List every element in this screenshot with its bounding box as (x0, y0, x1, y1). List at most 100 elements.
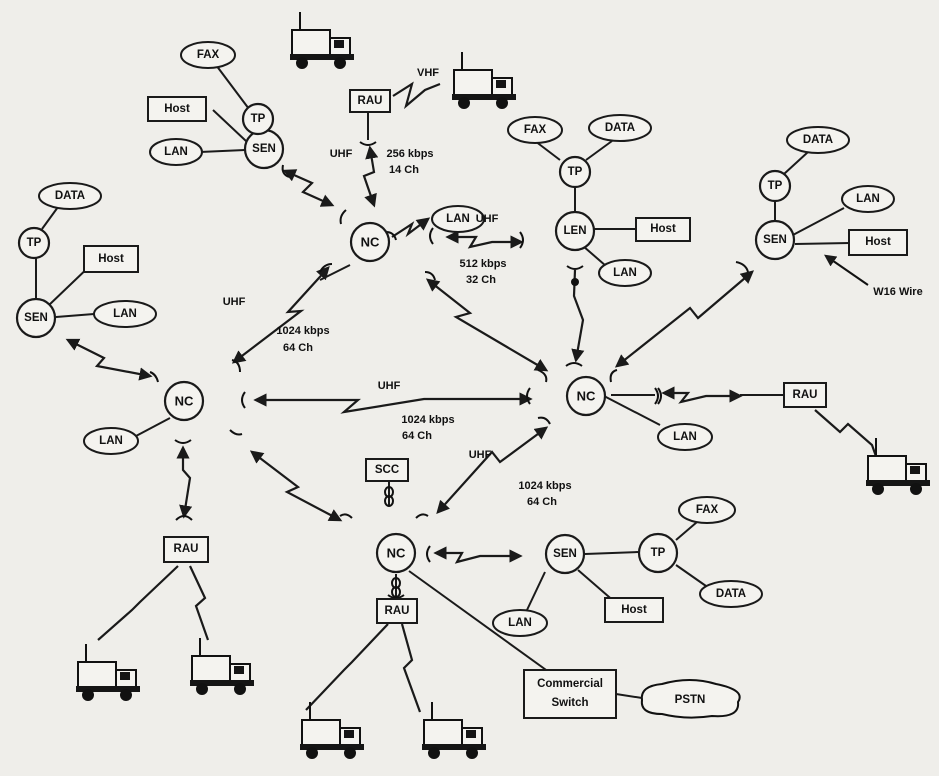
svg-text:NC: NC (577, 389, 596, 404)
channel-label: 64 Ch (402, 430, 432, 442)
truck-icon (421, 701, 487, 760)
data-node-right: DATA (786, 126, 850, 154)
lan-node-bottom-sen: LAN (492, 609, 548, 637)
svg-text:DATA: DATA (55, 190, 85, 202)
lan-node-nc-right: LAN (657, 423, 713, 451)
uhf-label: UHF (476, 213, 499, 225)
tp-node-bottom: TP (637, 532, 679, 574)
truck-icon (75, 643, 141, 702)
svg-text:LAN: LAN (613, 267, 637, 279)
svg-text:SEN: SEN (763, 234, 787, 246)
lan-node-right-sen: LAN (841, 185, 895, 213)
lan-node-nc-top: LAN (431, 205, 485, 233)
scc-node: SCC (365, 458, 409, 482)
truck-icon (289, 11, 355, 70)
rau-node-left: RAU (163, 536, 209, 563)
fax-node-bottom: FAX (678, 496, 736, 524)
truck-icon (189, 637, 255, 696)
rau-node-right: RAU (783, 382, 827, 408)
radio-links (65, 81, 880, 713)
sen-node-top-left: SEN (243, 128, 285, 170)
tp-node-len: TP (558, 155, 592, 189)
data-node-len: DATA (588, 114, 652, 142)
fax-node-top-left: FAX (180, 41, 236, 69)
rau-node-bottom: RAU (376, 598, 418, 624)
data-node-left: DATA (38, 182, 102, 210)
truck-icon (865, 437, 931, 496)
channel-label: 64 Ch (283, 342, 313, 354)
lan-node-left-sen: LAN (93, 300, 157, 328)
nc-node-top: NC (349, 221, 391, 263)
uhf-label: UHF (469, 449, 492, 461)
uhf-label: UHF (223, 296, 246, 308)
link-labels: VHF UHF 256 kbps 14 Ch UHF 512 kbps 32 C… (223, 67, 923, 508)
svg-text:NC: NC (387, 546, 406, 561)
pstn-cloud: PSTN (640, 679, 741, 719)
svg-text:Host: Host (164, 103, 190, 115)
svg-text:PSTN: PSTN (675, 694, 706, 706)
tp-node-left: TP (17, 226, 51, 260)
svg-text:Switch: Switch (551, 697, 588, 709)
svg-text:TP: TP (568, 166, 583, 178)
lan-node-top-left: LAN (149, 138, 203, 166)
w16-wire-label: W16 Wire (873, 286, 922, 298)
svg-text:Host: Host (650, 223, 676, 235)
svg-text:Host: Host (98, 253, 124, 265)
svg-text:SEN: SEN (553, 548, 577, 560)
svg-text:LAN: LAN (113, 308, 137, 320)
host-node-left: Host (83, 245, 139, 273)
svg-text:TP: TP (251, 113, 266, 125)
svg-text:SCC: SCC (375, 464, 399, 476)
svg-text:SEN: SEN (24, 312, 48, 324)
rate-label: 1024 kbps (276, 325, 329, 337)
len-node: LEN (554, 210, 596, 252)
host-node-top-left: Host (147, 96, 207, 122)
coil-connectors (384, 486, 401, 598)
channel-label: 32 Ch (466, 274, 496, 286)
svg-text:LAN: LAN (508, 617, 532, 629)
tp-node-top-left: TP (241, 102, 275, 136)
svg-text:FAX: FAX (197, 49, 220, 61)
svg-text:LAN: LAN (99, 435, 123, 447)
host-node-len: Host (635, 217, 691, 242)
svg-text:RAU: RAU (174, 543, 199, 555)
rate-label: 1024 kbps (518, 480, 571, 492)
nc-node-bottom: NC (375, 532, 417, 574)
svg-text:SEN: SEN (252, 143, 276, 155)
host-node-bottom: Host (604, 597, 664, 623)
channel-label: 64 Ch (527, 496, 557, 508)
rate-label: 256 kbps (386, 148, 433, 160)
svg-text:FAX: FAX (696, 504, 719, 516)
channel-label: 14 Ch (389, 164, 419, 176)
sen-node-right: SEN (754, 219, 796, 261)
svg-text:FAX: FAX (524, 124, 547, 136)
svg-text:TP: TP (27, 237, 42, 249)
truck-icon (299, 701, 365, 760)
rate-label: 512 kbps (459, 258, 506, 270)
nc-node-left: NC (163, 380, 205, 422)
svg-text:NC: NC (361, 235, 380, 250)
svg-text:DATA: DATA (716, 588, 746, 600)
uhf-label: UHF (330, 148, 353, 160)
svg-text:RAU: RAU (793, 389, 818, 401)
svg-text:DATA: DATA (803, 134, 833, 146)
commercial-switch-node: Commercial Switch (523, 669, 617, 719)
sen-node-bottom: SEN (544, 533, 586, 575)
svg-text:LAN: LAN (856, 193, 880, 205)
sen-node-left: SEN (15, 297, 57, 339)
svg-text:Host: Host (621, 604, 647, 616)
host-node-right: Host (848, 229, 908, 256)
svg-text:TP: TP (651, 547, 666, 559)
svg-text:Commercial: Commercial (537, 678, 603, 690)
vhf-label: VHF (417, 67, 439, 79)
uhf-label: UHF (378, 380, 401, 392)
svg-text:LEN: LEN (564, 225, 587, 237)
svg-text:RAU: RAU (358, 95, 383, 107)
svg-text:LAN: LAN (164, 146, 188, 158)
rau-node-top: RAU (349, 89, 391, 113)
antenna-brackets (149, 141, 749, 599)
svg-text:TP: TP (768, 180, 783, 192)
lan-node-len: LAN (598, 259, 652, 287)
